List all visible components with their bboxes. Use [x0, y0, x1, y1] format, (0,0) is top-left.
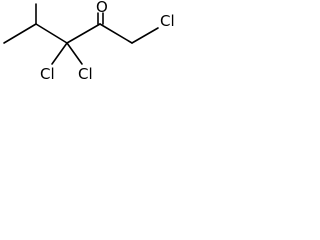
- chlorine-atom-label-left: Cl: [40, 65, 55, 83]
- bond-ccl2-to-cl-right: [66, 42, 83, 65]
- chlorine-atom-label-right: Cl: [78, 65, 93, 83]
- chlorine-atom-label-terminal: Cl: [160, 12, 175, 30]
- bond-ccl2-to-cl-left: [51, 42, 68, 65]
- oxygen-atom-label: O: [96, 0, 108, 16]
- chemical-structure: O Cl Cl Cl: [3, 0, 175, 83]
- bond-methyl-left-to-ch: [3, 23, 37, 44]
- bond-ccl2-to-carbonyl: [66, 23, 101, 44]
- bond-ch-to-ccl2: [35, 23, 68, 44]
- bond-ch2-to-cl: [131, 27, 159, 44]
- bond-carbonyl-to-ch2: [99, 23, 133, 44]
